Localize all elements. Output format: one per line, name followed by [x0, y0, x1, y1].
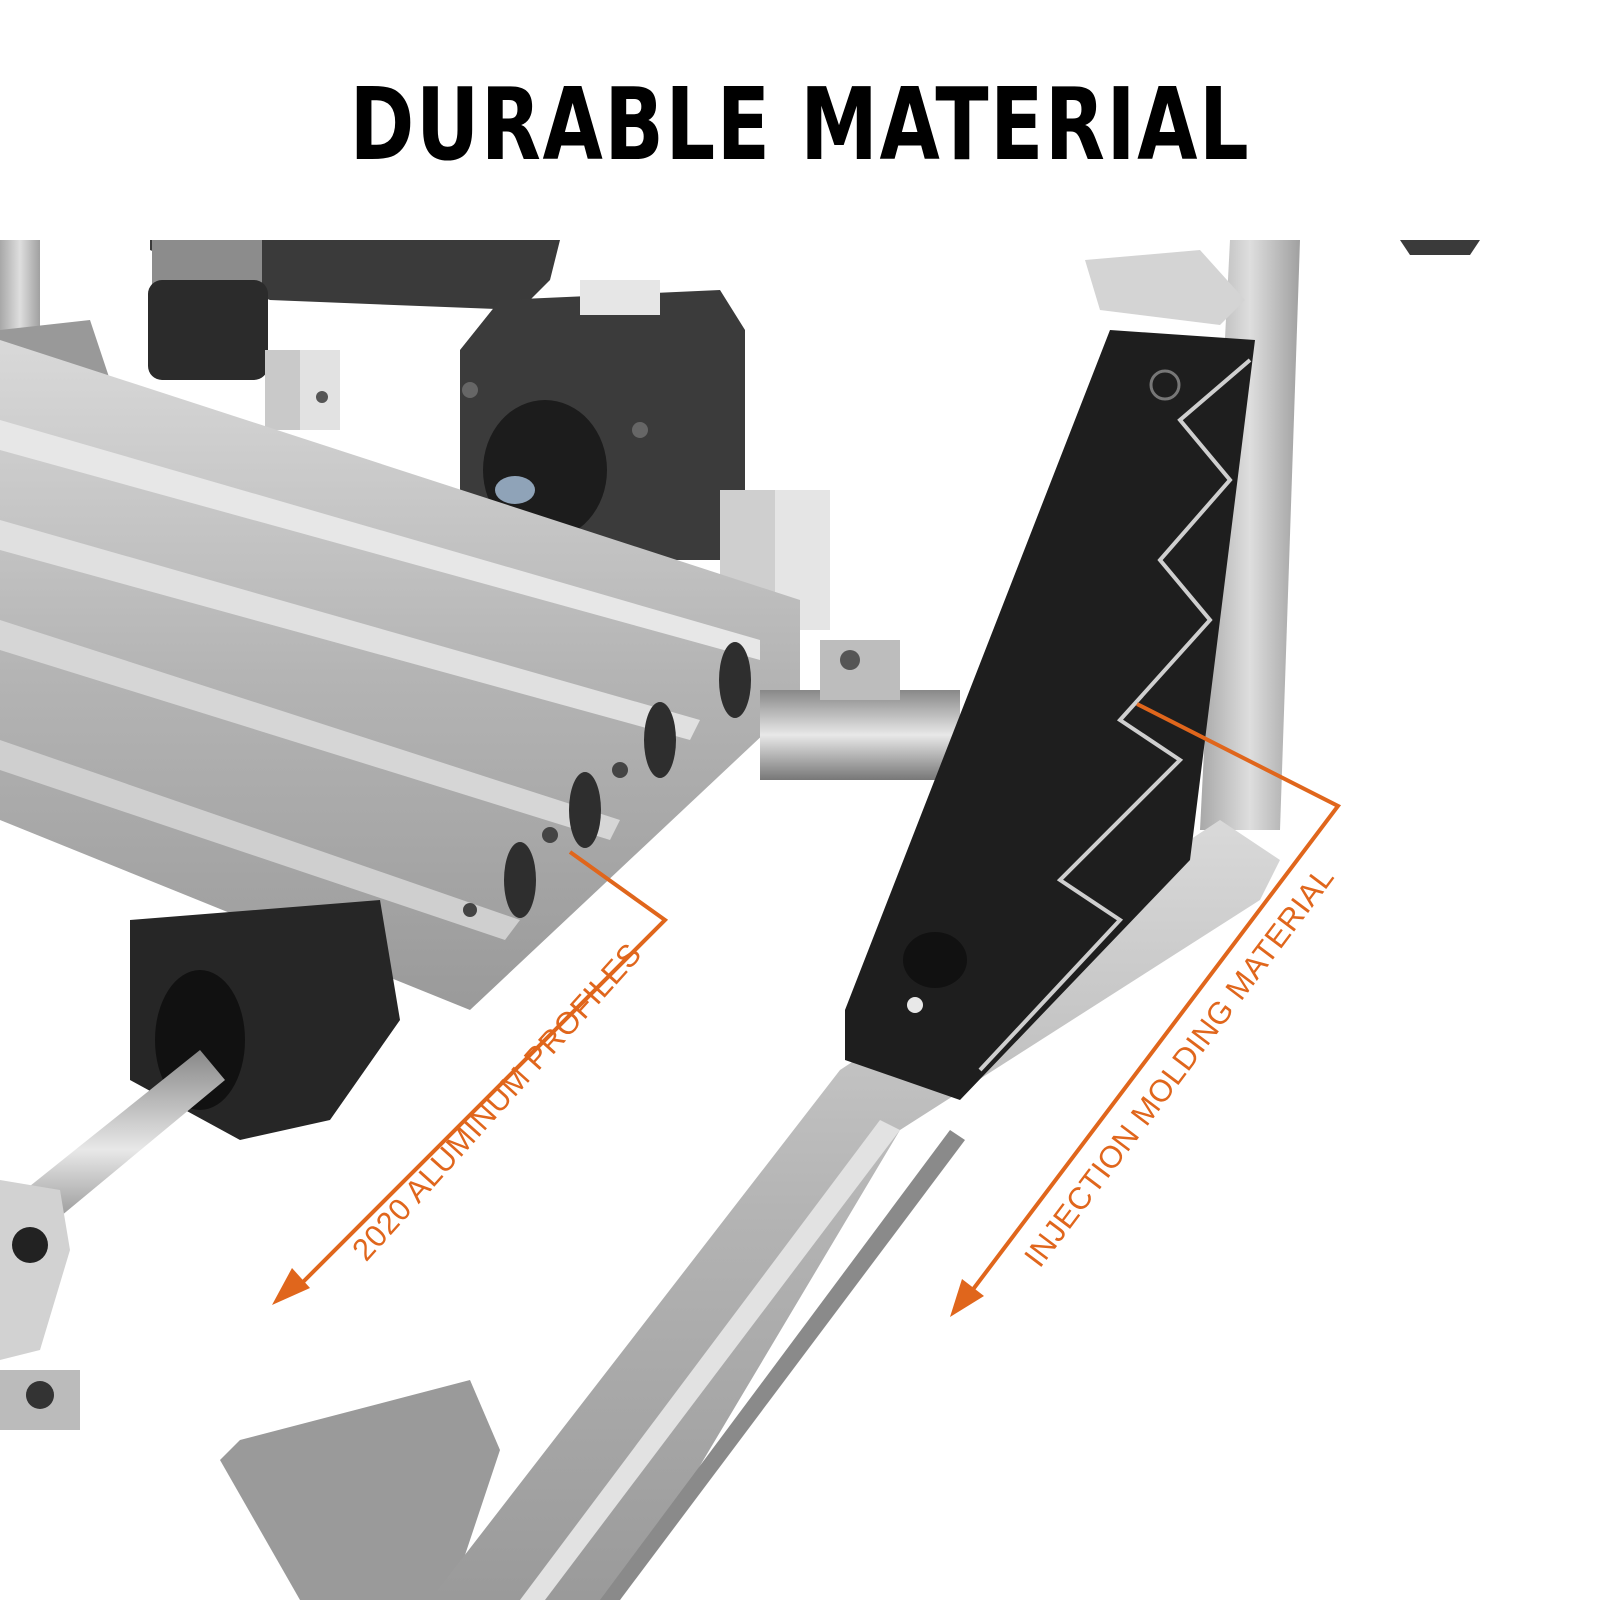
spindle-motor [148, 240, 560, 380]
bottom-diagonal-rail [430, 820, 1280, 1600]
molding-callout-line [963, 702, 1342, 1302]
corner-bracket [220, 1380, 500, 1600]
stepper-motor [460, 280, 745, 560]
aluminum-callout-line [293, 850, 669, 1292]
product-photo [0, 240, 1480, 1600]
callout-lines [293, 702, 1342, 1302]
coupler-shaft [760, 640, 960, 780]
molding-arrow-icon [950, 1279, 984, 1317]
shaft-support-block-left [265, 350, 340, 430]
aluminum-arrow-icon [272, 1268, 310, 1305]
page-title: DURABLE MATERIAL [349, 66, 1251, 183]
aluminum-extrusion [0, 340, 800, 1010]
shaft-support-bottom [0, 1180, 80, 1430]
black-bracket [845, 330, 1255, 1100]
